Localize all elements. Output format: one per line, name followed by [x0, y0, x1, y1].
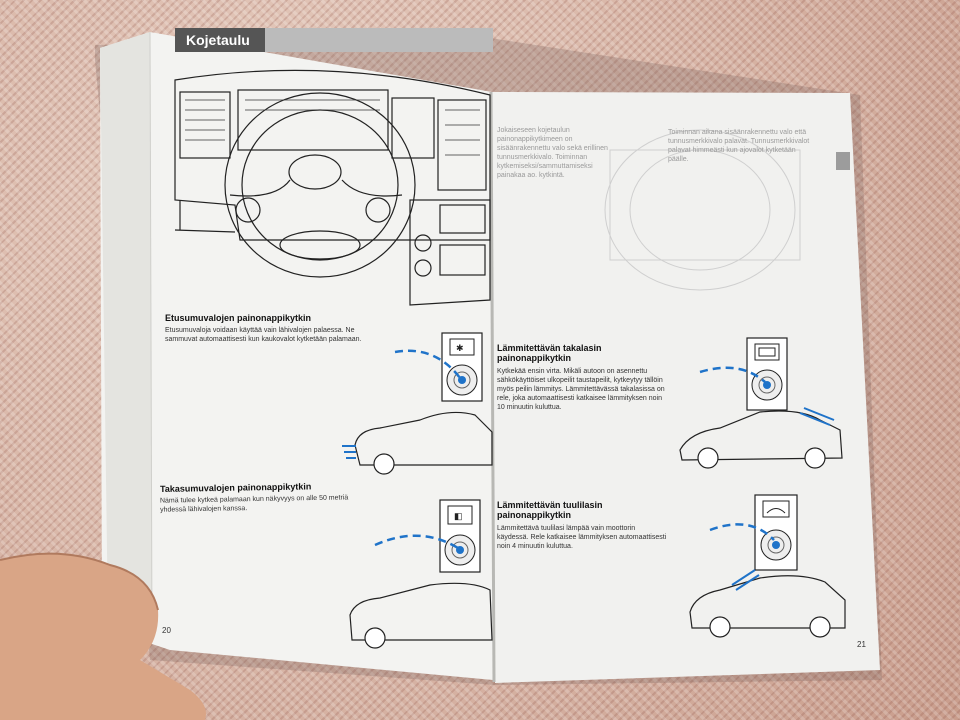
side-tab: [836, 152, 850, 170]
left-page-number: 20: [162, 626, 171, 635]
rear-defrost-switch-illustration: [699, 337, 788, 411]
windshield-heat-body: Lämmitettävä tuulilasi lämpää vain moott…: [497, 525, 667, 550]
rear-defrost-body: Kytkekää ensin virta. Mikäli autoon on a…: [497, 368, 665, 411]
windshield-heat-heading: Lämmitettävän tuulilasin painonappikytki…: [497, 500, 603, 520]
gauge-details: [185, 99, 480, 156]
front-fog-heading: Etusumuvalojen painonappikytkin: [165, 313, 312, 323]
faint-dashboard: [604, 129, 801, 291]
left-page: [100, 32, 493, 680]
front-fog-switch-illustration: ✱: [394, 332, 483, 402]
rear-defrost-heading: Lämmitettävän takalasin painonappikytkin: [497, 343, 602, 363]
front-car-illustration: [342, 411, 493, 475]
intro-column-2: Toiminnan aikana sisäänrakennettu valo e…: [668, 129, 810, 163]
windshield-car-illustration: [689, 569, 846, 638]
front-fog-body: Etusumuvaloja voidaan käyttää vain lähiv…: [165, 327, 362, 343]
svg-text:◧: ◧: [454, 511, 463, 521]
intro-column-1: Jokaiseseen kojetaulun painonappikytkime…: [497, 127, 608, 179]
rear-defrost-car-illustration: [679, 407, 843, 469]
hand: [0, 553, 206, 720]
rear-car-illustration: [349, 582, 493, 649]
rear-fog-switch-illustration: ◧: [374, 499, 481, 573]
dashboard-illustration: [174, 69, 491, 306]
book-spine: [489, 91, 496, 683]
right-page-number: 21: [857, 640, 866, 649]
windshield-heat-switch-illustration: [709, 494, 798, 571]
svg-text:✱: ✱: [456, 343, 464, 353]
section-title: Kojetaulu: [186, 32, 250, 48]
section-title-bar: [175, 28, 493, 52]
rear-fog-body: Nämä tulee kytkeä palamaan kun näkyvyys …: [159, 494, 349, 514]
